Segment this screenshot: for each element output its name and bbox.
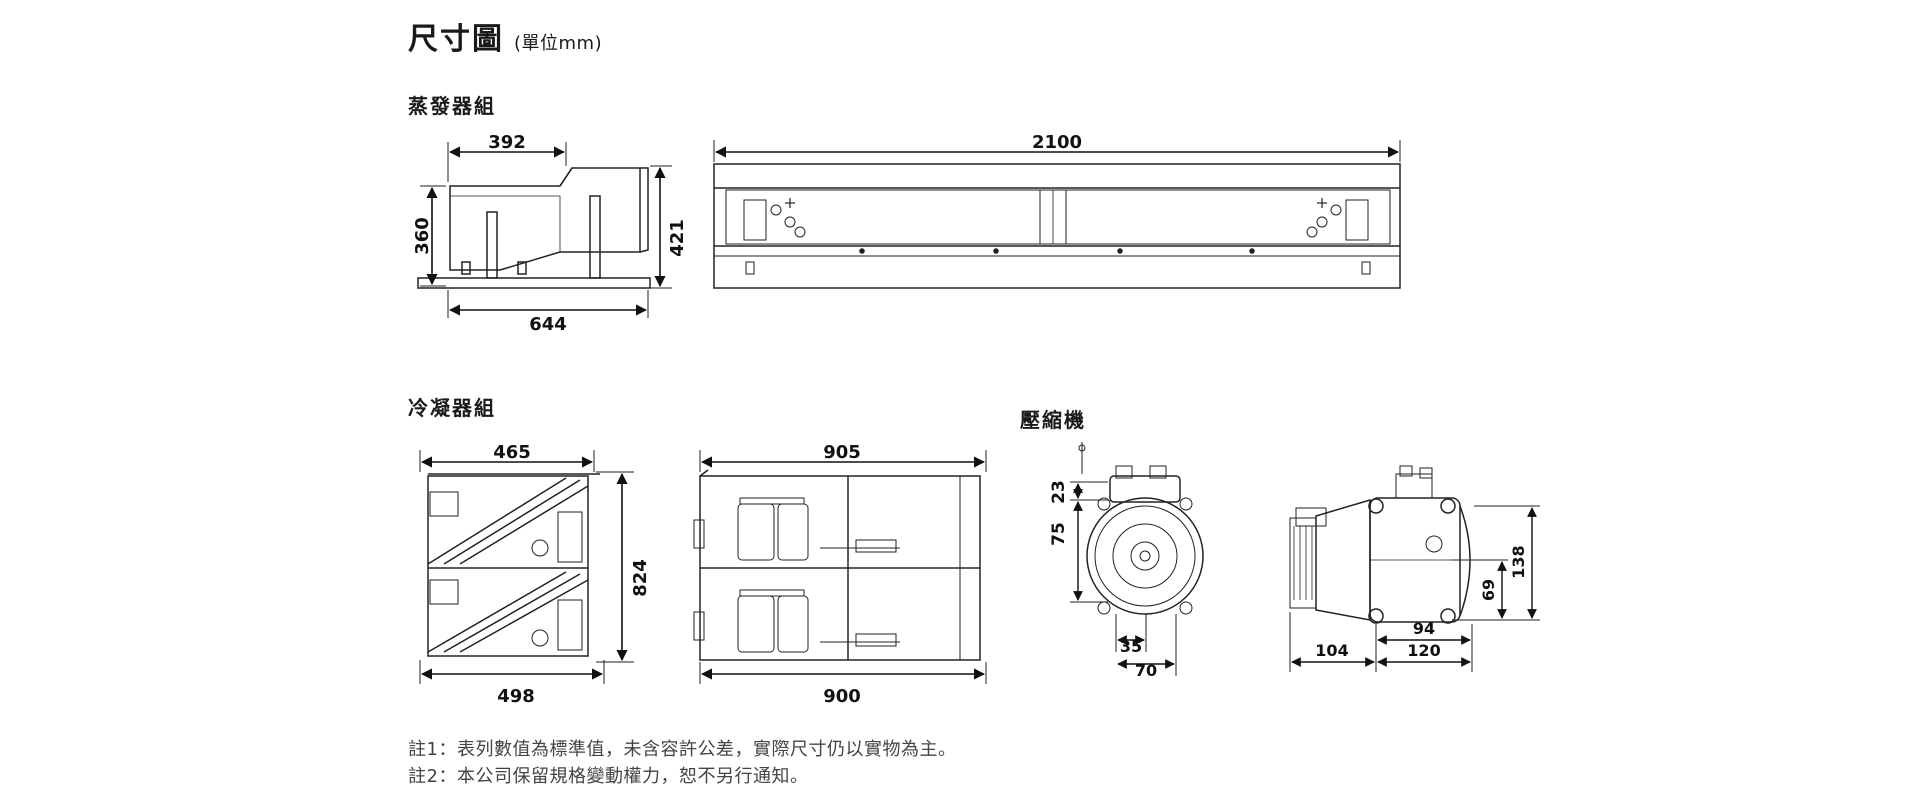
dim-comp-side-120: 120	[1407, 641, 1440, 660]
evaporator-front-view	[713, 140, 1401, 289]
dim-comp-side-94: 94	[1413, 619, 1435, 638]
dim-cond-front-top: 905	[823, 442, 861, 463]
page-title: 尺寸圖 (單位mm)	[408, 14, 602, 58]
compressor-side-view	[1289, 465, 1540, 672]
section-title-evaporator: 蒸發器組	[408, 94, 496, 118]
note-1: 註1：表列數值為標準值，未含容許公差，實際尺寸仍以實物為主。	[408, 739, 957, 760]
compressor-front-dims	[1073, 483, 1175, 669]
condenser-front-dims	[700, 456, 986, 680]
dim-comp-front-23: 23	[1049, 480, 1069, 504]
compressor-side-dims	[1291, 507, 1537, 667]
compressor-front-view	[1070, 442, 1204, 676]
dim-comp-side-138: 138	[1509, 545, 1528, 578]
dim-comp-side-104: 104	[1315, 641, 1348, 660]
evaporator-side-view	[417, 142, 672, 318]
dim-comp-front-70: 70	[1135, 661, 1157, 680]
dim-evap-front-width: 2100	[1032, 132, 1082, 153]
dim-cond-side-height: 824	[630, 559, 651, 597]
dim-comp-side-69: 69	[1479, 579, 1498, 601]
dim-evap-side-left: 360	[412, 217, 433, 255]
section-title-condenser: 冷凝器組	[408, 396, 496, 420]
dim-evap-side-bottom: 644	[529, 314, 567, 335]
title-text: 尺寸圖	[408, 22, 504, 57]
condenser-side-view	[419, 450, 634, 684]
dim-cond-front-bottom: 900	[823, 686, 861, 707]
dim-evap-side-right: 421	[667, 219, 688, 257]
dim-cond-side-bottom: 498	[497, 686, 535, 707]
note-2: 註2：本公司保留規格變動權力，恕不另行通知。	[408, 766, 809, 787]
evaporator-side-dims	[426, 146, 666, 316]
condenser-side-dims	[420, 456, 628, 680]
unit-label: (單位mm)	[514, 33, 603, 54]
section-title-compressor: 壓縮機	[1020, 408, 1086, 432]
dim-comp-front-75: 75	[1049, 522, 1069, 546]
dim-comp-front-35: 35	[1120, 637, 1142, 656]
dim-evap-side-top: 392	[488, 132, 526, 153]
condenser-front-view	[693, 450, 987, 684]
notes: 註1：表列數值為標準值，未含容許公差，實際尺寸仍以實物為主。 註2：本公司保留規…	[408, 736, 956, 790]
dim-cond-side-top: 465	[493, 442, 531, 463]
